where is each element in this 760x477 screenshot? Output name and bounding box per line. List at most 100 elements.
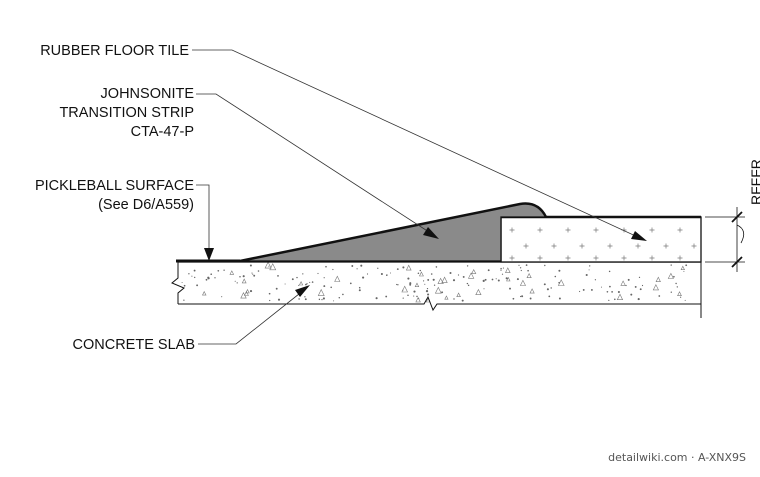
- concrete-speck: [543, 283, 546, 286]
- concrete-speck: [419, 269, 421, 272]
- concrete-speck: [433, 284, 436, 286]
- dimension-leader-curve: [736, 224, 745, 244]
- concrete-speck: [407, 294, 409, 296]
- concrete-speck: [191, 275, 193, 277]
- concrete-speck: [333, 300, 335, 302]
- concrete-speck: [673, 275, 675, 278]
- concrete-speck: [527, 269, 529, 272]
- concrete-speck: [519, 279, 526, 286]
- concrete-speck: [377, 267, 379, 269]
- concrete-speck: [558, 269, 561, 272]
- concrete-speck: [434, 286, 442, 294]
- concrete-speck: [521, 295, 524, 298]
- tile-cross-mark: [523, 243, 529, 249]
- concrete-speck: [402, 266, 405, 269]
- concrete-speck: [249, 290, 253, 293]
- arrow-pickleball: [204, 248, 214, 261]
- tile-cross-mark: [663, 243, 669, 249]
- concrete-speck: [579, 290, 581, 293]
- watermark: detailwiki.com · A-XNX9S: [608, 451, 746, 464]
- concrete-speck: [502, 267, 504, 269]
- concrete-speck: [306, 283, 308, 285]
- concrete-speck: [402, 297, 404, 299]
- concrete-speck: [240, 292, 247, 299]
- concrete-speck: [685, 264, 688, 267]
- concrete-speck: [670, 291, 672, 293]
- concrete-speck: [585, 273, 588, 277]
- concrete-speck: [655, 276, 661, 283]
- concrete-speck: [356, 268, 358, 270]
- concrete-speck: [268, 292, 271, 295]
- concrete-speck: [506, 276, 511, 282]
- concrete-speck: [634, 285, 637, 288]
- concrete-speck: [427, 293, 430, 296]
- concrete-speck: [275, 287, 278, 290]
- concrete-speck: [614, 298, 616, 301]
- concrete-speck: [298, 284, 300, 286]
- concrete-speck: [268, 265, 270, 267]
- concrete-speck: [291, 278, 294, 281]
- concrete-speck: [296, 276, 298, 279]
- dimension-tick-bottom: [731, 256, 743, 268]
- concrete-speck: [452, 279, 456, 282]
- concrete-speck: [380, 272, 383, 276]
- concrete-speck: [617, 290, 620, 294]
- thickness-dimension: RFFFR: [705, 159, 760, 272]
- concrete-speck: [249, 264, 252, 267]
- concrete-speck: [358, 286, 361, 289]
- concrete-speck: [358, 289, 361, 292]
- concrete-speck: [183, 299, 185, 301]
- concrete-speck: [415, 296, 421, 303]
- arrow-concrete-slab: [295, 285, 310, 297]
- concrete-speck: [509, 287, 511, 290]
- concrete-speck: [321, 298, 323, 301]
- concrete-speck: [317, 272, 319, 275]
- concrete-speck: [620, 280, 626, 286]
- concrete-speck: [432, 278, 435, 281]
- concrete-speck: [426, 287, 429, 290]
- tile-crosses: [509, 227, 697, 261]
- concrete-speck: [475, 288, 482, 296]
- rubber-floor-tile: [500, 215, 702, 263]
- concrete-speck: [675, 282, 677, 285]
- concrete-speck: [338, 296, 341, 299]
- concrete-speck: [608, 270, 611, 273]
- concrete-speck: [334, 275, 341, 282]
- label-pickleball-line1: PICKLEBALL SURFACE: [35, 178, 194, 194]
- tile-cross-mark: [509, 227, 515, 233]
- concrete-speck: [332, 268, 334, 271]
- tile-cross-mark: [677, 227, 683, 233]
- label-johnsonite-line3: CTA-47-P: [131, 124, 194, 140]
- concrete-speck: [323, 285, 326, 288]
- concrete-speck: [221, 296, 223, 298]
- concrete-speck: [424, 283, 426, 285]
- concrete-speck: [385, 295, 388, 298]
- concrete-speck: [497, 279, 500, 282]
- tile-cross-mark: [635, 243, 641, 249]
- label-johnsonite-line1: JOHNSONITE: [101, 86, 195, 102]
- concrete-speck: [418, 297, 420, 299]
- concrete-speck: [680, 265, 685, 271]
- concrete-speck: [658, 295, 661, 297]
- concrete-speck: [205, 278, 208, 281]
- concrete-speck: [456, 292, 461, 298]
- concrete-speck: [342, 293, 344, 296]
- concrete-speck: [529, 288, 535, 294]
- concrete-speck: [360, 264, 363, 267]
- slab-left-breakline: [171, 262, 185, 304]
- concrete-speck: [414, 282, 420, 288]
- concrete-speck: [457, 274, 460, 276]
- tile-cross-mark: [677, 255, 683, 261]
- tile-cross-mark: [649, 255, 655, 261]
- concrete-speck: [589, 265, 591, 267]
- concrete-speck: [554, 275, 557, 278]
- concrete-speck: [181, 282, 183, 283]
- concrete-speck: [252, 273, 254, 275]
- concrete-speck: [444, 295, 449, 300]
- concrete-speck: [557, 279, 565, 286]
- concrete-speck: [284, 283, 286, 285]
- dimension-label: RFFFR: [748, 159, 760, 205]
- concrete-speck: [652, 284, 659, 291]
- concrete-speck: [441, 291, 444, 294]
